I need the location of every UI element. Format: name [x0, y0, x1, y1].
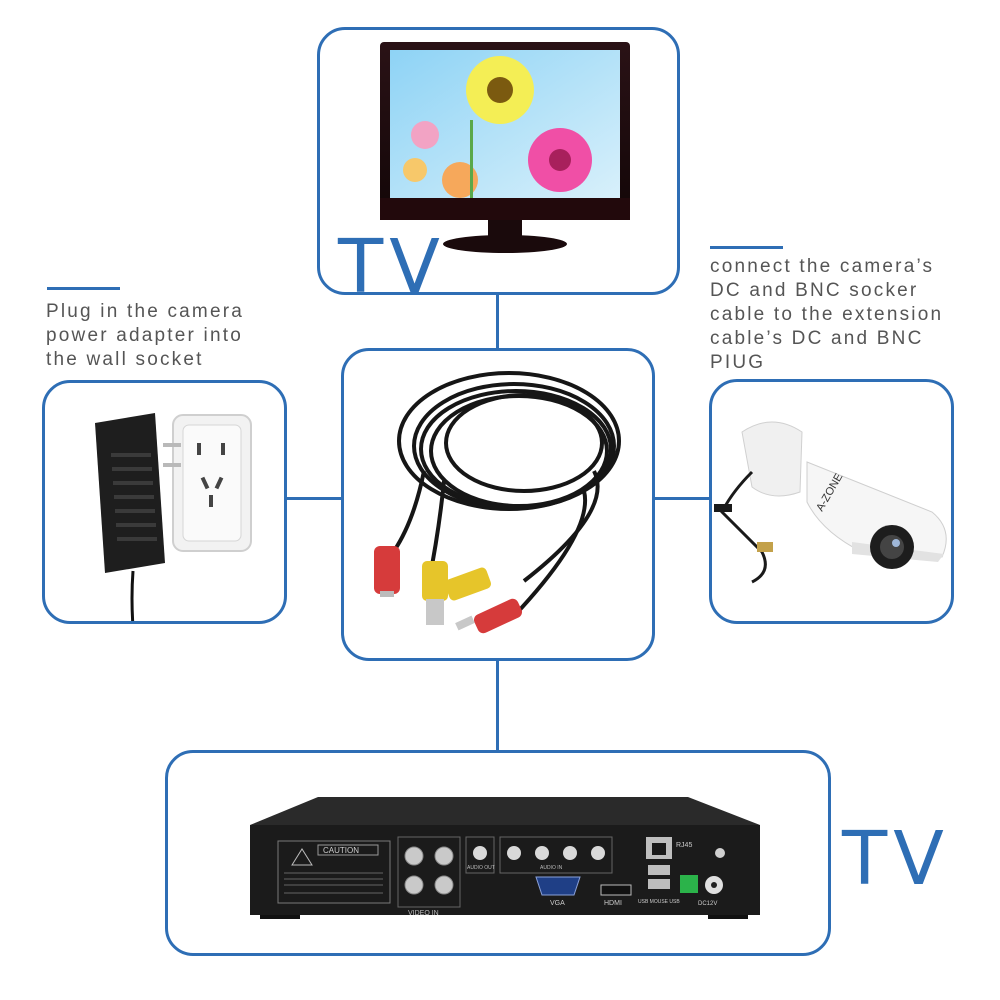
connector-adapter-cable: [287, 497, 343, 500]
monitor-illustration: [380, 42, 630, 253]
tv-label-top: TV: [338, 224, 446, 295]
connector-cable-dvr: [496, 659, 499, 752]
usb-label: USB MOUSE USB: [638, 899, 680, 905]
rj45-label: RJ45: [676, 842, 692, 849]
vga-label: VGA: [550, 900, 565, 907]
power-adapter-box: [42, 380, 287, 624]
adapter-illustration: [95, 413, 252, 621]
cable-illustration: [374, 371, 621, 634]
camera-connection-note: connect the camera’s DC and BNC socker c…: [710, 256, 944, 373]
extension-cable-box: [341, 348, 655, 661]
connector-cable-camera: [653, 497, 710, 500]
power-adapter-note: Plug in the camera power adapter into th…: [46, 301, 245, 370]
caution-title: CAUTION: [323, 846, 359, 855]
tv-label-bottom: TV: [842, 816, 950, 902]
audio-out-label: AUDIO OUT: [467, 865, 495, 871]
dvr-illustration: CAUTION VIDEO IN AUDIO OUT AUDIO IN VGA: [250, 797, 760, 919]
note-accent-right: [710, 246, 783, 249]
note-accent-left: [47, 287, 120, 290]
dc-label: DC12V: [698, 901, 717, 907]
camera-box: A-ZONE: [709, 379, 954, 624]
video-in-label: VIDEO IN: [408, 910, 439, 917]
tv-monitor-box: TV: [317, 27, 680, 295]
audio-in-label: AUDIO IN: [540, 865, 563, 871]
connector-tv-cable: [496, 293, 499, 351]
hdmi-label: HDMI: [604, 900, 622, 907]
dvr-box: CAUTION VIDEO IN AUDIO OUT AUDIO IN VGA: [165, 750, 831, 956]
camera-illustration: A-ZONE: [714, 421, 947, 584]
